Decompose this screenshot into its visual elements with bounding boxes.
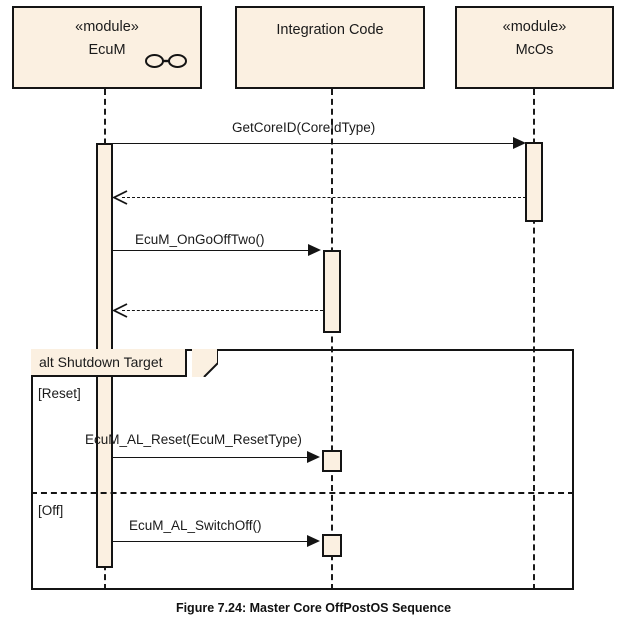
combined-fragment-tab-corner [192, 349, 218, 377]
message-arrowhead-m6 [307, 535, 320, 547]
lifeline-head-mcos[interactable]: «module» McOs [455, 6, 614, 89]
message-label-m3: EcuM_OnGoOffTwo() [135, 232, 265, 247]
message-line-m3 [113, 250, 310, 251]
message-arrowhead-m3 [308, 244, 321, 256]
lifeline-head-ecum[interactable]: «module» EcuM [12, 6, 202, 89]
combined-fragment-operator-text: alt Shutdown Target [39, 354, 163, 370]
message-line-m5 [113, 457, 309, 458]
combined-fragment-alt [31, 349, 574, 590]
interface-port-icon [145, 54, 187, 68]
activation-integration-reset [322, 450, 342, 472]
message-label-m6: EcuM_AL_SwitchOff() [129, 518, 262, 533]
message-arrowhead-m2 [113, 190, 128, 205]
message-line-m4 [122, 310, 323, 311]
lifeline-name-integration: Integration Code [276, 22, 384, 38]
lifeline-mcos [533, 89, 535, 590]
lifeline-name-mcos: McOs [515, 42, 554, 58]
message-arrowhead-m4 [113, 303, 128, 318]
activation-integration-switchoff [322, 534, 342, 557]
lifeline-stereotype-ecum: «module» [75, 19, 139, 35]
message-label-m5: EcuM_AL_Reset(EcuM_ResetType) [85, 432, 302, 447]
activation-mcos [525, 142, 543, 222]
activation-integration-ongooff [323, 250, 341, 333]
lifeline-integration [331, 89, 333, 590]
lifeline-stereotype-mcos: «module» [502, 19, 567, 35]
message-arrowhead-m5 [307, 451, 320, 463]
combined-fragment-label: alt Shutdown Target [31, 349, 187, 377]
lifeline-head-integration[interactable]: Integration Code [235, 6, 425, 89]
lifeline-name-ecum: EcuM [88, 42, 126, 58]
message-label-m1: GetCoreID(CoreIdType) [232, 120, 376, 135]
message-line-m6 [113, 541, 309, 542]
operand-guard-reset: [Reset] [38, 386, 81, 401]
figure-caption: Figure 7.24: Master Core OffPostOS Seque… [175, 601, 452, 615]
message-arrowhead-m1 [513, 137, 526, 149]
combined-fragment-operand-divider [31, 492, 574, 494]
message-line-m2 [122, 197, 526, 198]
message-line-m1 [113, 143, 517, 144]
operand-guard-off: [Off] [38, 503, 64, 518]
